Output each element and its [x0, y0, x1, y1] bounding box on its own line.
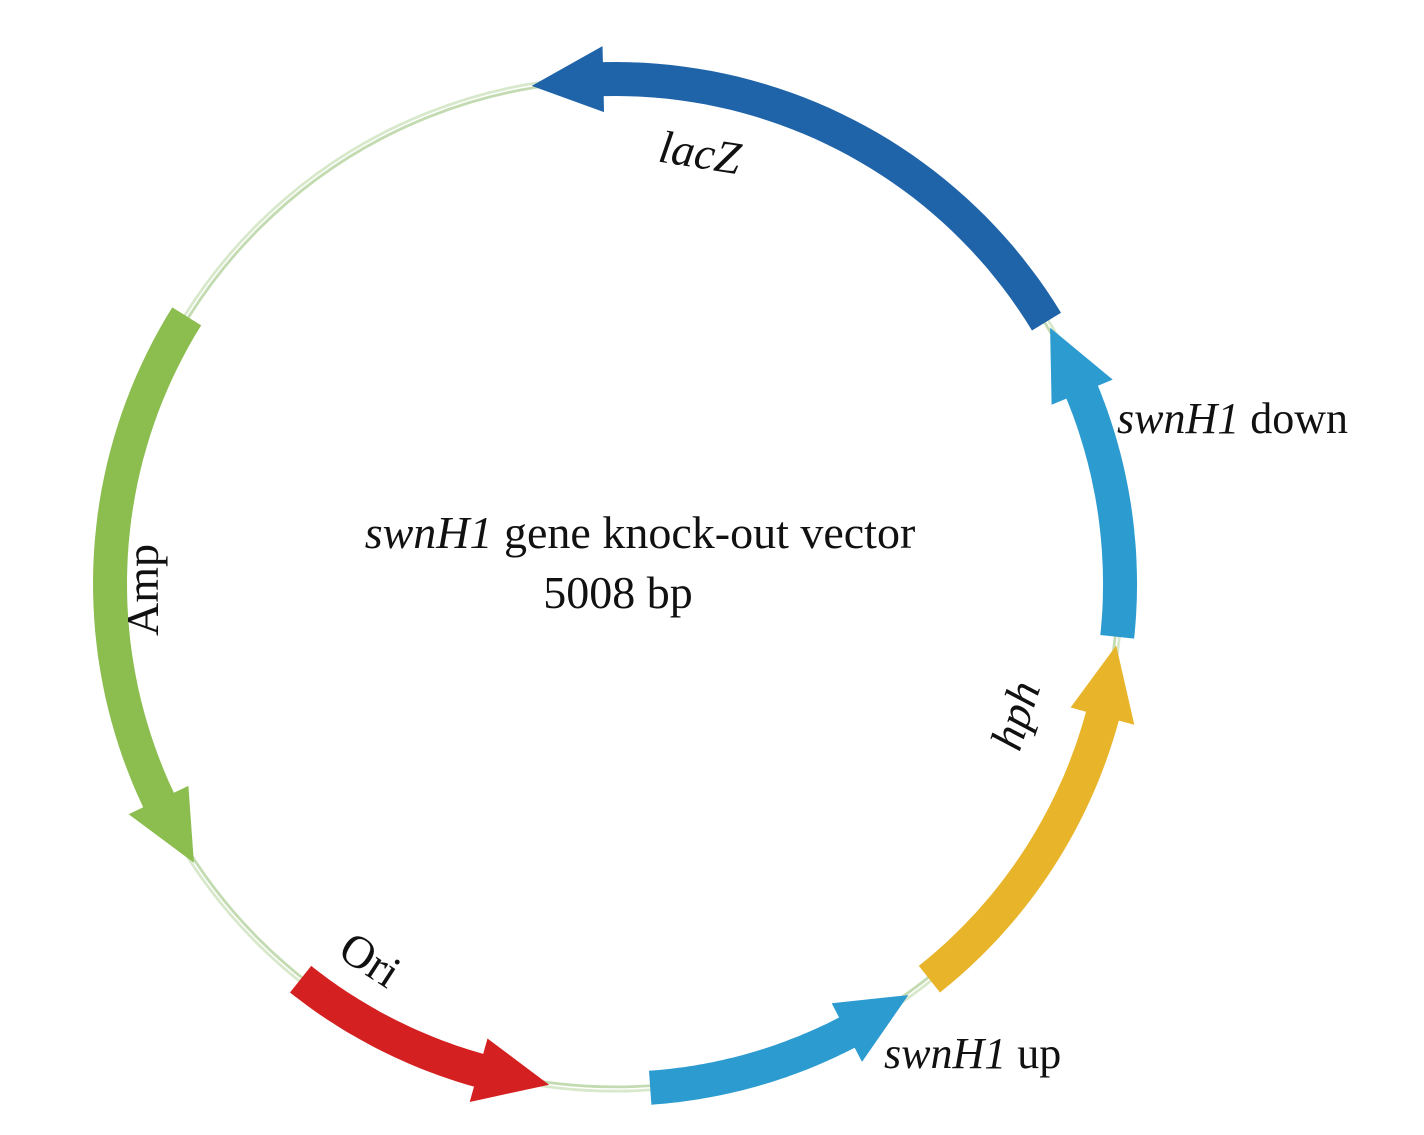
swnh1-down-gene: swnH1 — [1117, 394, 1239, 443]
ori-label: Ori — [331, 921, 410, 997]
swnh1-down-label: swnH1 down — [1117, 394, 1348, 443]
vector-title: swnH1 gene knock-out vector — [365, 507, 916, 558]
swnh1-up-label: swnH1 up — [884, 1029, 1061, 1078]
ori-arrow — [290, 965, 550, 1102]
swnh1-up-suffix: up — [1006, 1029, 1061, 1078]
amp-label: Amp — [117, 544, 168, 636]
swnh1-down-suffix: down — [1239, 394, 1348, 443]
vector-title-text: gene knock-out vector — [493, 507, 916, 558]
amp-arrow — [93, 307, 202, 863]
vector-title-gene: swnH1 — [365, 507, 493, 558]
hph-arrow — [918, 645, 1135, 993]
feature-arrows — [93, 46, 1137, 1105]
swnh1-up-arrow — [649, 995, 909, 1105]
swnh1-up-gene: swnH1 — [884, 1029, 1006, 1078]
hph-label: hph — [980, 675, 1050, 756]
lacz-label: lacZ — [656, 121, 745, 184]
swnh1-down-arrow — [1050, 327, 1137, 639]
vector-size: 5008 bp — [543, 567, 693, 618]
lacz-arrow — [531, 46, 1061, 331]
